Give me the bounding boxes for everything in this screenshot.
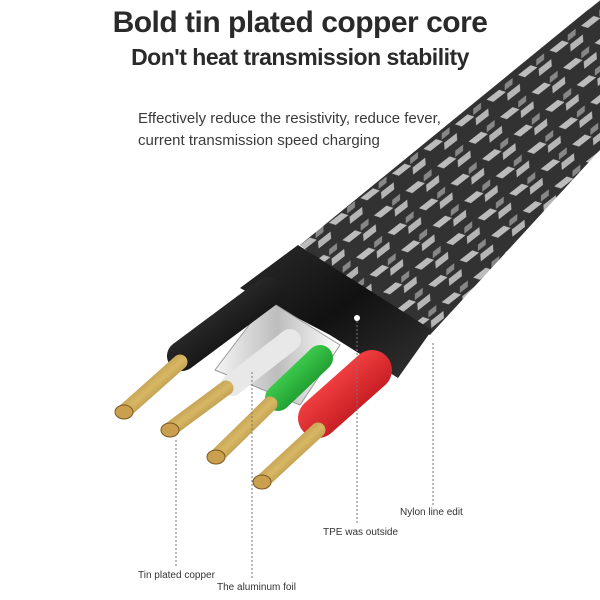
- copper-cores: [114, 354, 326, 490]
- callout-nylon: Nylon line edit: [400, 507, 463, 518]
- description-line-1: Effectively reduce the resistivity, redu…: [138, 110, 441, 127]
- wire-white: [221, 329, 301, 396]
- callout-lines: [175, 321, 434, 580]
- callout-aluminum-foil: The aluminum foil: [217, 582, 296, 593]
- nylon-callout-dot: [430, 337, 436, 343]
- callout-tin-copper: Tin plated copper: [138, 570, 215, 581]
- headline-title: Bold tin plated copper core: [112, 6, 488, 39]
- tpe-callout-dot: [354, 315, 360, 321]
- headline-subtitle: Don't heat transmission stability: [131, 44, 469, 70]
- wire-green: [265, 345, 333, 411]
- description-line-2: current transmission speed charging: [138, 132, 380, 149]
- cable-sleeve: [240, 245, 432, 378]
- wire-red: [298, 350, 392, 438]
- wire-black: [167, 277, 283, 371]
- braided-jacket-shade: [300, 0, 600, 335]
- braided-jacket: [300, 0, 600, 335]
- callout-tpe: TPE was outside: [323, 527, 399, 538]
